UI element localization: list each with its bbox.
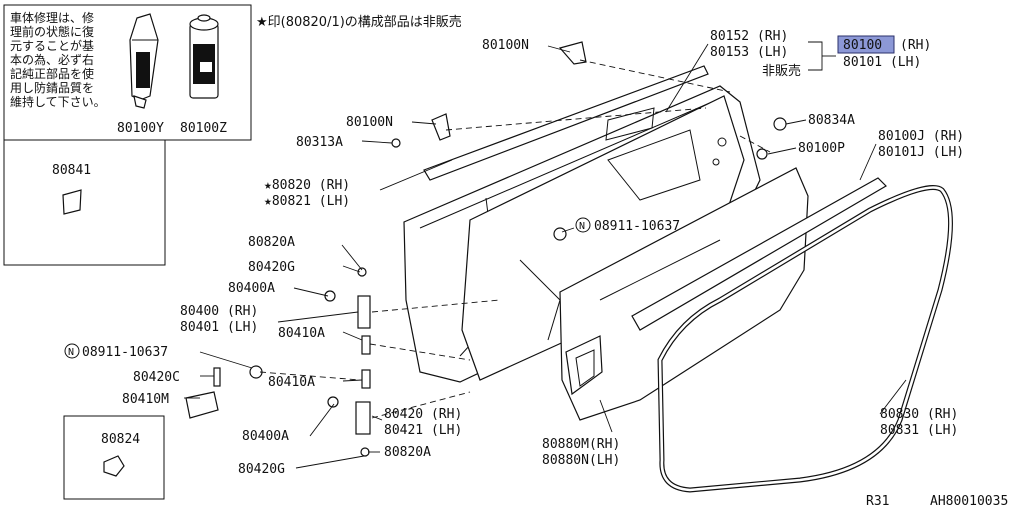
nut-icon xyxy=(553,227,567,241)
repair-note-line: 理前の状態に復 xyxy=(10,24,94,39)
not-sold-note: 非販売 xyxy=(762,63,801,79)
repair-note-line: 用し防錆品質を xyxy=(10,80,94,95)
part-label: 80100N xyxy=(346,115,393,130)
grommet-icon xyxy=(62,189,82,215)
part-label: 80421 (LH) xyxy=(384,423,462,438)
inset-80841: 80841 xyxy=(3,139,166,266)
part-label: 80831 (LH) xyxy=(880,423,958,438)
part-label: 80410A xyxy=(268,375,315,390)
part-label: 80152 (RH) xyxy=(710,29,788,44)
part-label: 80100P xyxy=(798,141,845,156)
n-marked-label: N 08911-10637 xyxy=(64,343,168,360)
part-label: 80420 (RH) xyxy=(384,407,462,422)
n-mark: N xyxy=(579,221,585,232)
part-label: 80100Y xyxy=(117,121,164,136)
part-label: 80400 (RH) xyxy=(180,304,258,319)
part-label: ★80821 (LH) xyxy=(264,194,350,209)
part-label: 80820A xyxy=(248,235,295,250)
part-label: 80420G xyxy=(248,260,295,275)
plug-icon xyxy=(756,148,768,160)
part-label: 80153 (LH) xyxy=(710,45,788,60)
part-label: 80824 xyxy=(101,432,140,447)
repair-note-line: 維持して下さい。 xyxy=(10,94,106,109)
part-label: 80400A xyxy=(242,429,289,444)
part-label: ★80820 (RH) xyxy=(264,178,350,193)
part-highlight xyxy=(837,35,895,54)
part-label: 08911-10637 xyxy=(594,219,680,234)
outer-belt-moulding xyxy=(423,65,709,181)
part-label: (RH) xyxy=(900,38,931,53)
part-label-highlighted: 80100 xyxy=(843,38,882,53)
bracket-icon xyxy=(558,41,587,65)
part-label: 80401 (LH) xyxy=(180,320,258,335)
part-label: 80410A xyxy=(278,326,325,341)
star-note: ★印(80820/1)の構成部品は非販売 xyxy=(256,14,462,30)
figure-code: AH80010035 xyxy=(930,494,1008,509)
bracket-icon xyxy=(431,113,451,141)
part-label: 80820A xyxy=(384,445,431,460)
repair-note-line: 車体修理は、修 xyxy=(10,10,94,25)
repair-note-line: 記純正部品を使 xyxy=(10,66,94,81)
sealant-tube-icon xyxy=(129,13,159,109)
part-label: 80841 xyxy=(52,163,91,178)
part-label: 80100Z xyxy=(180,121,227,136)
hinge-assembly xyxy=(185,267,371,457)
spray-can-icon xyxy=(189,14,219,99)
clip-icon xyxy=(103,455,125,477)
part-label: 80313A xyxy=(296,135,343,150)
screw-icon xyxy=(391,138,401,148)
repair-note-box: 車体修理は、修 理前の状態に復 元することが基 本の為、必ず右 記純正部品を使 … xyxy=(3,4,252,141)
part-label: 80410M xyxy=(122,392,169,407)
part-label: 80101 (LH) xyxy=(843,55,921,70)
part-label: 08911-10637 xyxy=(82,345,168,360)
repair-note-line: 元することが基 xyxy=(10,38,94,53)
clip-icon xyxy=(773,117,787,131)
door-weatherstrip xyxy=(658,186,952,492)
part-label: 80880N(LH) xyxy=(542,453,620,468)
part-label: 80400A xyxy=(228,281,275,296)
n-mark: N xyxy=(68,347,74,358)
repair-note-line: 本の為、必ず右 xyxy=(10,52,94,67)
part-label: 80101J (LH) xyxy=(878,145,964,160)
part-label: 80880M(RH) xyxy=(542,437,620,452)
part-label: 80420C xyxy=(133,370,180,385)
page-code: R31 xyxy=(866,494,889,509)
n-marked-label: N 08911-10637 xyxy=(575,217,680,234)
part-label: 80830 (RH) xyxy=(880,407,958,422)
part-label: 80100J (RH) xyxy=(878,129,964,144)
part-label: 80100N xyxy=(482,38,529,53)
part-label: 80834A xyxy=(808,113,855,128)
inset-80824: 80824 xyxy=(63,415,165,500)
inner-belt-moulding xyxy=(631,177,887,331)
part-label: 80420G xyxy=(238,462,285,477)
